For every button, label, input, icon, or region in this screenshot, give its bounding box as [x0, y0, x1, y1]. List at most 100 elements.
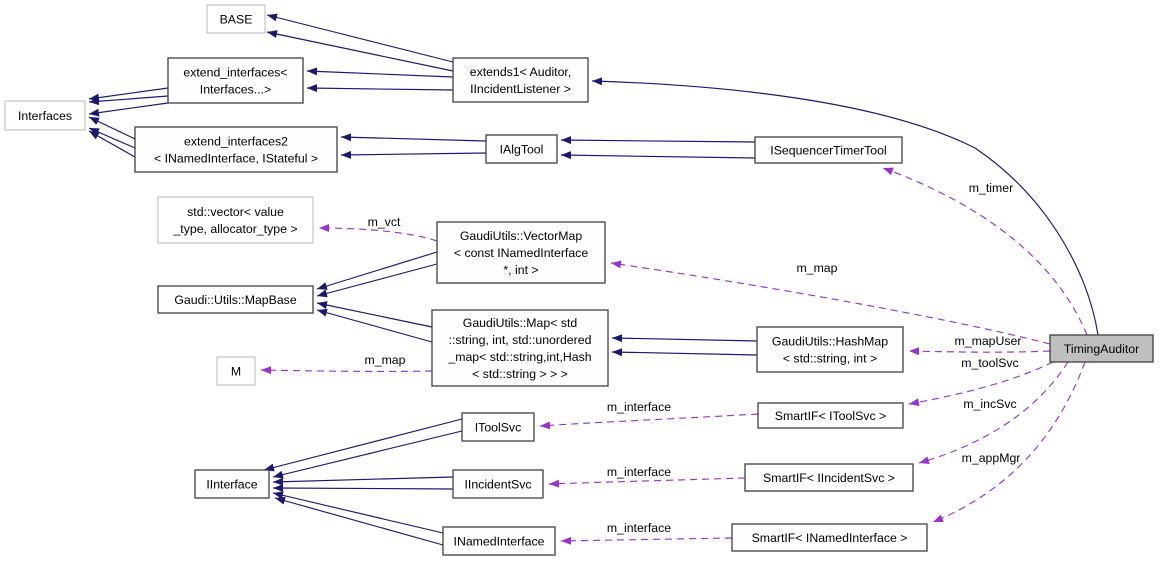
- edge-inamedinterface-to-iinterface: [274, 496, 444, 546]
- edge-timingauditor-to-smartif-iincidentsvc-m_incSvc: [918, 361, 1069, 465]
- node-box-extend-interfaces2[interactable]: [134, 126, 338, 173]
- node-box-extend-interfaces[interactable]: [167, 57, 304, 104]
- node-hashmap[interactable]: GaudiUtils::HashMap< std::string, int >: [756, 326, 904, 373]
- node-extend-interfaces[interactable]: extend_interfaces<Interfaces...>: [167, 57, 304, 104]
- node-layer: BASE extend_interfaces<Interfaces...> Inte…: [4, 4, 1154, 556]
- node-smartif-inamedinterface[interactable]: SmartIF< INamedInterface >: [731, 523, 928, 552]
- node-box-mapbase[interactable]: [157, 285, 314, 314]
- node-iinterface[interactable]: IInterface: [194, 469, 270, 499]
- edge-gaudi-map-to-m-m_map: [260, 366, 433, 375]
- node-label-std-vector: std::vector< value_type, allocator_type …: [172, 205, 297, 236]
- node-box-extends1[interactable]: [452, 57, 589, 103]
- edge-inamedinterface-to-iinterface: [272, 491, 444, 534]
- node-box-m: [216, 356, 256, 386]
- edge-hashmap-to-gaudi-map: [611, 348, 758, 357]
- edge-extends1-to-extend-interfaces: [306, 84, 454, 93]
- edge-extend-interfaces-to-interfaces: [88, 87, 169, 102]
- edge-label-m_timer: m_timer: [969, 181, 1013, 195]
- node-box-vectormap[interactable]: [436, 221, 606, 284]
- edge-label-m_mapUser: m_mapUser: [955, 334, 1022, 348]
- edge-vectormap-to-std-vector-m_vct: [318, 224, 438, 242]
- edge-itoolsvc-to-iinterface: [263, 418, 463, 472]
- edge-extend-interfaces2-to-interfaces: [88, 130, 136, 158]
- edge-hashmap-to-gaudi-map: [611, 334, 758, 343]
- node-label-interfaces: Interfaces: [18, 109, 72, 123]
- node-label-smartif-inamedinterface: SmartIF< INamedInterface >: [752, 531, 908, 545]
- edge-label-m_interface: m_interface: [607, 400, 671, 414]
- node-extends1[interactable]: extends1< Auditor,IIncidentListener >: [452, 57, 589, 103]
- node-std-vector: std::vector< value_type, allocator_type …: [157, 196, 314, 244]
- node-label-itoolsvc: IToolSvc: [475, 420, 521, 434]
- node-gaudi-map[interactable]: GaudiUtils::Map< std::string, int, std::…: [431, 309, 609, 387]
- node-box-itoolsvc[interactable]: [461, 412, 535, 442]
- node-inamedinterface[interactable]: INamedInterface: [442, 526, 556, 556]
- edge-iincidentsvc-to-iinterface: [272, 476, 454, 486]
- edge-label-m_map: m_map: [364, 353, 405, 367]
- edge-vectormap-to-mapbase: [316, 251, 438, 290]
- edge-timingauditor-to-smartif-itoolsvc-m_toolSvc: [908, 361, 1054, 407]
- edge-timingauditor-to-hashmap-m_mapUser: [908, 347, 1051, 356]
- edge-label-m_incSvc: m_incSvc: [963, 397, 1016, 411]
- node-label-vectormap: GaudiUtils::VectorMap< const INamedInter…: [454, 229, 588, 277]
- edge-timingauditor-to-smartif-inamedinterface-m_appMgr: [932, 361, 1086, 523]
- node-label-iincidentsvc: IIncidentSvc: [465, 477, 532, 491]
- node-box-iincidentsvc[interactable]: [452, 469, 544, 499]
- edge-vectormap-to-mapbase: [316, 263, 438, 298]
- edge-iincidentsvc-to-iinterface: [272, 484, 454, 493]
- edge-label-m_interface: m_interface: [607, 521, 671, 535]
- node-label-timingauditor: TimingAuditor: [1064, 342, 1139, 356]
- node-box-smartif-iincidentsvc[interactable]: [744, 463, 914, 492]
- node-box-isequencertimertool[interactable]: [754, 136, 903, 164]
- node-box-interfaces: [4, 100, 86, 131]
- edge-ialgtool-to-extend-interfaces2: [340, 150, 487, 159]
- node-isequencertimertool[interactable]: ISequencerTimerTool: [754, 136, 903, 164]
- node-box-timingauditor: [1049, 334, 1154, 363]
- node-box-inamedinterface[interactable]: [442, 526, 556, 556]
- node-smartif-iincidentsvc[interactable]: SmartIF< IIncidentSvc >: [744, 463, 914, 492]
- node-extend-interfaces2[interactable]: extend_interfaces2< INamedInterface, ISt…: [134, 126, 338, 173]
- edge-extend-interfaces-to-interfaces: [88, 95, 169, 106]
- node-label-extend-interfaces: extend_interfaces<Interfaces...>: [183, 65, 287, 96]
- edge-gaudi-map-to-mapbase: [316, 308, 433, 343]
- node-vectormap[interactable]: GaudiUtils::VectorMap< const INamedInter…: [436, 221, 606, 284]
- edge-extends1-to-base: [266, 13, 454, 63]
- node-label-extend-interfaces2: extend_interfaces2< INamedInterface, ISt…: [154, 134, 318, 165]
- node-iincidentsvc[interactable]: IIncidentSvc: [452, 469, 544, 499]
- node-box-base: [206, 4, 266, 34]
- node-label-isequencertimertool: ISequencerTimerTool: [770, 143, 886, 157]
- node-smartif-itoolsvc[interactable]: SmartIF< IToolSvc >: [757, 402, 904, 429]
- node-ialgtool[interactable]: IAlgTool: [485, 134, 558, 164]
- edge-label-m_toolSvc: m_toolSvc: [961, 356, 1018, 370]
- node-box-iinterface[interactable]: [194, 469, 270, 499]
- edge-smartif-inamedinterface-to-inamedinterface-m_interface: [560, 536, 733, 545]
- node-box-hashmap[interactable]: [756, 326, 904, 373]
- edge-extend-interfaces2-to-interfaces: [88, 127, 136, 149]
- edge-layer: m_vct m_map m_timer m_map m_mapUser m_toolSvc…: [88, 13, 1099, 546]
- node-label-hashmap: GaudiUtils::HashMap< std::string, int >: [772, 334, 888, 365]
- node-label-ialgtool: IAlgTool: [500, 142, 544, 156]
- node-base: BASE: [206, 4, 266, 34]
- node-label-mapbase: Gaudi::Utils::MapBase: [174, 293, 296, 307]
- node-m: M: [216, 356, 256, 386]
- edge-extend-interfaces2-to-interfaces: [88, 116, 136, 140]
- node-box-smartif-inamedinterface[interactable]: [731, 523, 928, 552]
- node-label-smartif-itoolsvc: SmartIF< IToolSvc >: [775, 409, 886, 423]
- node-itoolsvc[interactable]: IToolSvc: [461, 412, 535, 442]
- edge-extends1-to-base: [266, 30, 454, 72]
- node-label-base: BASE: [220, 12, 253, 26]
- node-box-gaudi-map[interactable]: [431, 309, 609, 387]
- edge-itoolsvc-to-iinterface: [272, 430, 463, 479]
- edge-label-m_map: m_map: [796, 261, 837, 275]
- node-label-extends1: extends1< Auditor,IIncidentListener >: [470, 65, 572, 96]
- edge-timingauditor-to-vectormap-m_map: [610, 260, 1051, 345]
- node-box-smartif-itoolsvc[interactable]: [757, 402, 904, 429]
- node-box-std-vector: [157, 196, 314, 244]
- node-label-inamedinterface: INamedInterface: [454, 534, 545, 548]
- node-box-ialgtool[interactable]: [485, 134, 558, 164]
- edge-extends1-to-extend-interfaces: [306, 67, 454, 78]
- node-mapbase[interactable]: Gaudi::Utils::MapBase: [157, 285, 314, 314]
- node-label-smartif-iincidentsvc: SmartIF< IIncidentSvc >: [763, 471, 895, 485]
- edge-label-m_vct: m_vct: [368, 215, 401, 229]
